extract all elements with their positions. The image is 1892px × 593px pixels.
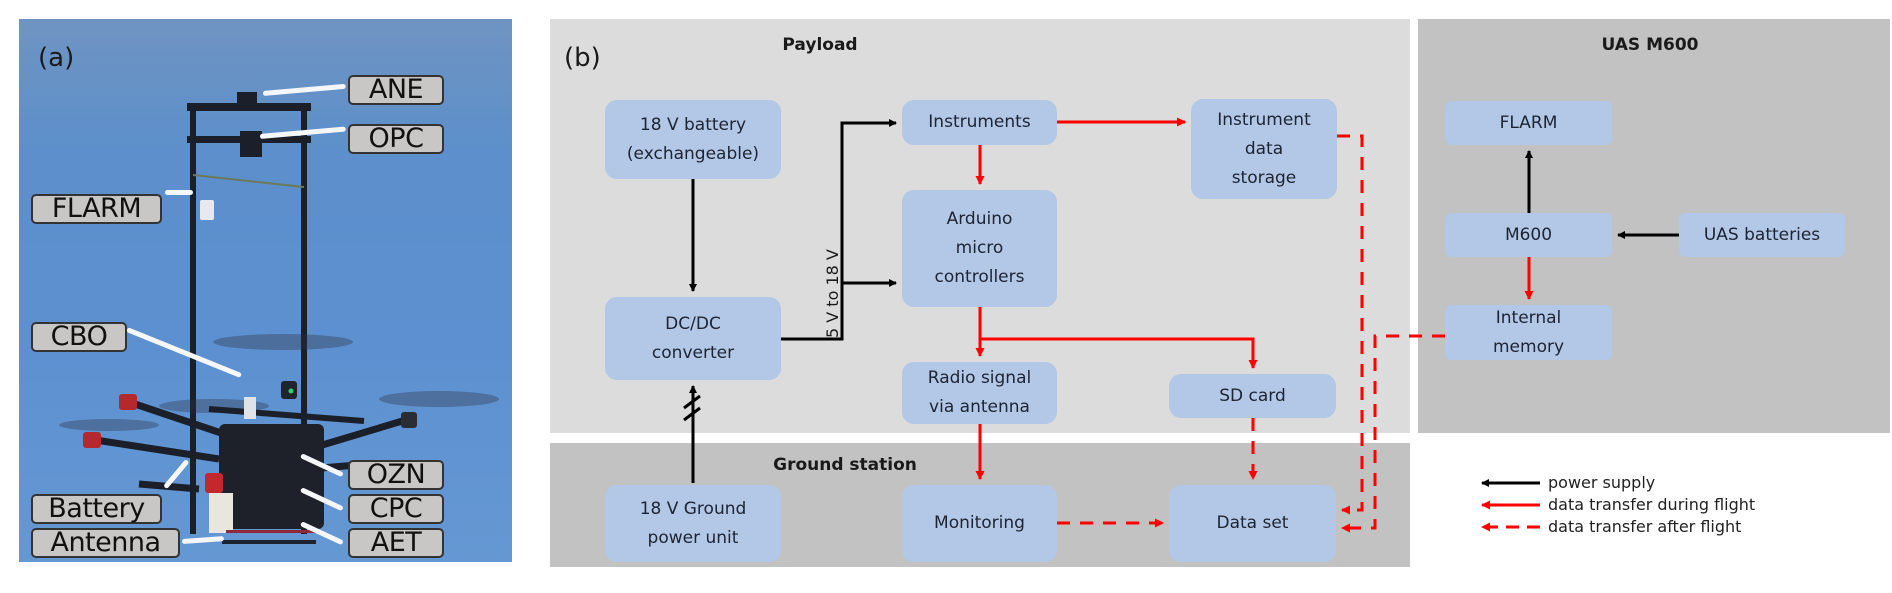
panel-b-label: (b) xyxy=(564,43,601,73)
drone-illustration xyxy=(59,92,499,544)
tag-flarm: FLARM xyxy=(31,194,162,224)
opc-device xyxy=(240,131,262,157)
drone-photo xyxy=(19,19,512,562)
tag-battery: Battery xyxy=(31,494,162,524)
node-uas-batteries: UAS batteries xyxy=(1679,213,1845,257)
cbo-sensor xyxy=(244,397,256,419)
node-18v-ground-power-unit: 18 V Ground power unit xyxy=(605,485,781,562)
drone-arm xyxy=(208,406,365,424)
node-m600: M600 xyxy=(1445,213,1612,257)
payload-title: Payload xyxy=(782,35,858,55)
node-radio-signal-via-antenna: Radio signal via antenna xyxy=(902,362,1057,424)
node-sd-card: SD card xyxy=(1169,374,1336,418)
tag-cbo: CBO xyxy=(31,322,127,352)
anemometer xyxy=(237,92,257,104)
node-data-set: Data set xyxy=(1169,485,1336,562)
motor xyxy=(401,412,417,428)
payload-box xyxy=(219,424,324,529)
legend-label: data transfer during flight xyxy=(1548,495,1756,514)
drone-arm xyxy=(88,435,220,463)
tag-aet: AET xyxy=(348,528,444,558)
tag-cpc: CPC xyxy=(348,494,444,524)
node-dcdc-converter: DC/DC converter xyxy=(605,297,781,380)
wire xyxy=(192,174,305,188)
node-flarm: FLARM xyxy=(1445,101,1612,145)
panel-a-label: (a) xyxy=(38,43,75,73)
mast-top-bar xyxy=(187,103,311,111)
drone-arm xyxy=(307,415,411,453)
flarm-device xyxy=(200,200,214,220)
battery-box xyxy=(209,493,233,533)
uas-m600-title: UAS M600 xyxy=(1601,35,1699,55)
node-monitoring: Monitoring xyxy=(902,485,1057,562)
mast-left xyxy=(190,104,196,534)
mast-right xyxy=(301,104,307,534)
ground-station-title: Ground station xyxy=(773,455,917,475)
tag-opc: OPC xyxy=(348,124,444,154)
tag-ane: ANE xyxy=(348,75,444,105)
node-18v-battery: 18 V battery (exchangeable) xyxy=(605,100,781,179)
node-instruments: Instruments xyxy=(902,100,1057,145)
motor xyxy=(83,432,101,448)
legend-item-data-after-flight: data transfer after flight xyxy=(1548,518,1741,536)
node-arduino-micro-controllers: Arduino micro controllers xyxy=(902,190,1057,307)
leader-line-flarm xyxy=(165,190,193,195)
legend-label: power supply xyxy=(1548,473,1656,492)
antenna-bar xyxy=(222,540,316,544)
voltage-range-label: 5 V to 18 V xyxy=(823,249,842,338)
node-internal-memory: Internal memory xyxy=(1445,305,1612,360)
motor xyxy=(119,394,137,410)
tag-antenna: Antenna xyxy=(31,528,180,558)
battery-red xyxy=(205,473,223,493)
aet-bar xyxy=(226,530,321,533)
propeller xyxy=(379,391,499,407)
legend-label: data transfer after flight xyxy=(1548,517,1742,536)
tag-ozn: OZN xyxy=(348,460,444,490)
status-led xyxy=(288,388,294,394)
legend-item-data-during-flight: data transfer during flight xyxy=(1548,496,1755,514)
propeller xyxy=(213,334,353,350)
propeller xyxy=(59,419,159,431)
legend-item-power-supply: power supply xyxy=(1548,474,1655,492)
node-instrument-data-storage: Instrument data storage xyxy=(1191,99,1337,199)
